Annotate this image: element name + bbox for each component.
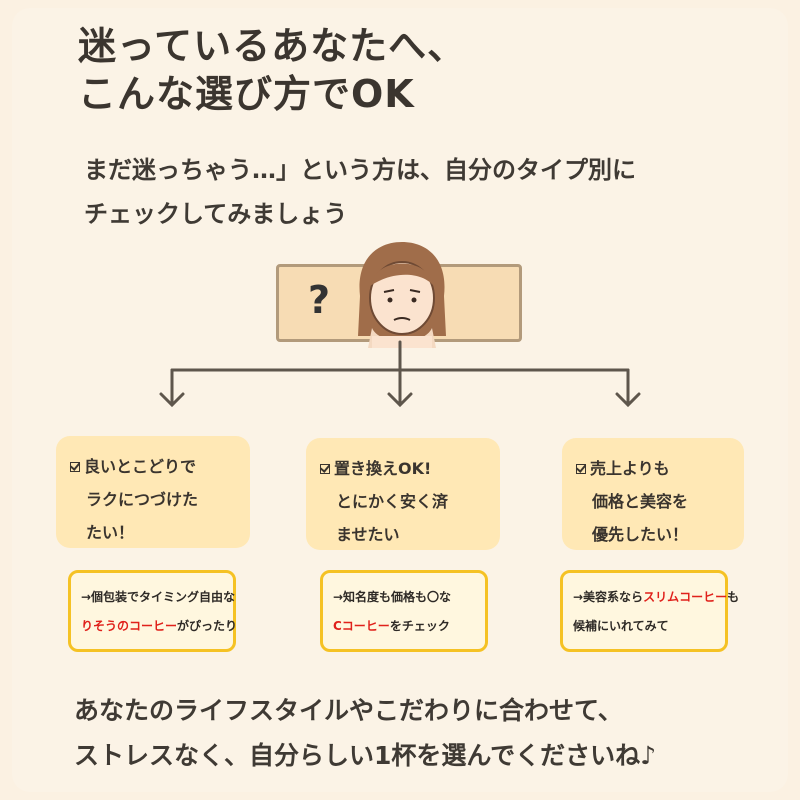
- thinking-woman-icon: [358, 242, 446, 348]
- recommendation-2-line-1: →知名度も価格も〇な: [333, 590, 452, 604]
- recommendation-3-line-1-pre: →美容系なら: [573, 590, 644, 604]
- subtitle: まだ迷っちゃう…」という方は、自分のタイプ別に チェックしてみましょう: [84, 148, 636, 236]
- recommendation-3-line-1-post: も: [727, 590, 740, 604]
- checkbox-icon: [70, 461, 80, 472]
- recommendation-1-line-2: がぴったり: [177, 619, 238, 633]
- recommendation-box-1: →個包装でタイミング自由な りそうのコーヒーがぴったり: [68, 570, 238, 652]
- subtitle-line-1: まだ迷っちゃう…」という方は、自分のタイプ別に: [84, 156, 636, 184]
- type-card-2-line-1: 置き換えOK!: [334, 459, 432, 478]
- recommendation-box-3: →美容系ならスリムコーヒーも 候補にいれてみて: [560, 570, 739, 652]
- type-card-2-line-2: とにかく安く済: [336, 492, 449, 511]
- recommendation-2-line-2: をチェック: [389, 619, 450, 633]
- type-card-3-line-1: 売上よりも: [590, 459, 670, 478]
- recommendation-box-2: →知名度も価格も〇な Cコーヒーをチェック: [320, 570, 488, 652]
- recommendation-3-product: スリムコーヒー: [643, 590, 728, 604]
- recommendation-1-line-1: →個包装でタイミング自由な: [81, 590, 236, 604]
- type-card-1: 良いとこどりで ラクにつづけた たい！: [56, 436, 250, 548]
- type-card-3: 売上よりも 価格と美容を 優先したい！: [562, 438, 744, 550]
- subtitle-line-2: チェックしてみましょう: [84, 200, 348, 228]
- recommendation-2-product: Cコーヒー: [333, 619, 390, 633]
- closing-line-1: あなたのライフスタイルやこだわりに合わせて、: [74, 696, 623, 725]
- question-mark-icon: ?: [308, 278, 331, 322]
- recommendation-3-line-2: 候補にいれてみて: [573, 619, 669, 633]
- title-line-1: 迷っているあなたへ、: [78, 24, 467, 68]
- type-card-3-line-3: 優先したい！: [592, 525, 689, 544]
- branch-arrows: [159, 340, 641, 408]
- recommendation-1-product: りそうのコーヒー: [81, 619, 178, 633]
- type-card-2-line-3: ませたい: [336, 525, 400, 544]
- closing-line-2: ストレスなく、自分らしい1杯を選んでくださいね♪: [74, 741, 657, 770]
- type-card-2: 置き換えOK! とにかく安く済 ませたい: [306, 438, 500, 550]
- type-card-1-line-1: 良いとこどりで: [84, 457, 197, 476]
- page-title: 迷っているあなたへ、 こんな選び方でOK: [78, 22, 466, 118]
- type-card-1-line-3: たい！: [86, 523, 135, 542]
- closing-message: あなたのライフスタイルやこだわりに合わせて、 ストレスなく、自分らしい1杯を選ん…: [74, 688, 656, 778]
- checkbox-icon: [320, 463, 330, 474]
- checkbox-icon: [576, 463, 586, 474]
- type-card-1-line-2: ラクにつづけた: [86, 490, 199, 509]
- type-card-3-line-2: 価格と美容を: [592, 492, 689, 511]
- title-line-2: こんな選び方でOK: [78, 72, 415, 116]
